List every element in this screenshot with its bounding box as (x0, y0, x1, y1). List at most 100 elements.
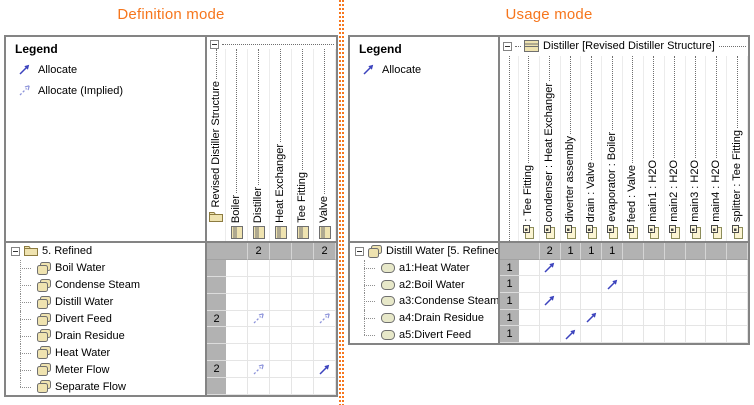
matrix-cell-a3-condense-steam-main4-h2o[interactable] (706, 293, 728, 310)
matrix-cell-a4-drain-residue-main1-h2o[interactable] (643, 309, 665, 327)
matrix-cell-boil-water-tee-fitting[interactable] (292, 259, 314, 277)
column-header-distiller[interactable]: Distiller (248, 49, 270, 241)
matrix-cell-5-refined-distiller[interactable]: 2 (248, 243, 270, 260)
matrix-cell-a3-condense-steam-main3-h2o[interactable] (685, 293, 707, 310)
column-header-tee-fitting[interactable]: : Tee Fitting (519, 56, 540, 241)
matrix-cell-distill-water-5-refined-main2-h2o[interactable] (664, 243, 686, 260)
matrix-cell-5-refined-valve[interactable]: 2 (314, 243, 336, 260)
matrix-cell-a5-divert-feed-main4-h2o[interactable] (706, 326, 728, 344)
matrix-cell-a5-divert-feed-diverter-assembly[interactable] (560, 326, 582, 344)
row-label-5-refined[interactable]: 5. Refined (6, 243, 207, 260)
matrix-cell-a5-divert-feed-main3-h2o[interactable] (685, 326, 707, 344)
row-count-cell[interactable] (207, 378, 226, 396)
matrix-cell-condense-steam-heat-exchanger[interactable] (270, 276, 292, 294)
matrix-cell-a2-boil-water-diverter-assembly[interactable] (560, 276, 582, 294)
matrix-cell-meter-flow-valve[interactable] (314, 361, 336, 379)
matrix-cell-distill-water-5-refined-evaporator-boiler[interactable]: 1 (602, 243, 624, 260)
matrix-cell-a5-divert-feed-main1-h2o[interactable] (643, 326, 665, 344)
matrix-cell-divert-feed-distiller[interactable] (248, 310, 270, 328)
matrix-cell-a4-drain-residue-evaporator-boiler[interactable] (602, 309, 624, 327)
matrix-cell-condense-steam-tee-fitting[interactable] (292, 276, 314, 294)
matrix-cell-distill-water-5-refined-diverter-assembly[interactable]: 1 (560, 243, 582, 260)
matrix-cell-a4-drain-residue-main2-h2o[interactable] (664, 309, 686, 327)
row-label-meter-flow[interactable]: Meter Flow (6, 361, 207, 379)
matrix-cell-a1-heat-water-tee-fitting[interactable] (519, 259, 540, 277)
matrix-cell-condense-steam-boiler[interactable] (226, 276, 248, 294)
matrix-cell-a2-boil-water-splitter-tee-fitting[interactable] (727, 276, 748, 294)
matrix-cell-boil-water-distiller[interactable] (248, 259, 270, 277)
row-count-cell[interactable] (207, 276, 226, 294)
matrix-cell-a3-condense-steam-drain-valve[interactable] (581, 293, 603, 310)
matrix-cell-a1-heat-water-diverter-assembly[interactable] (560, 259, 582, 277)
matrix-cell-a5-divert-feed-evaporator-boiler[interactable] (602, 326, 624, 344)
column-header-revised-distiller-structure[interactable]: Revised Distiller Structure (207, 49, 226, 241)
column-header-tee-fitting[interactable]: Tee Fitting (292, 49, 314, 241)
column-header-feed-valve[interactable]: feed : Valve (623, 56, 644, 241)
matrix-cell-distill-water-boiler[interactable] (226, 293, 248, 311)
matrix-cell-distill-water-tee-fitting[interactable] (292, 293, 314, 311)
matrix-cell-heat-water-distiller[interactable] (248, 344, 270, 362)
collapse-expander-icon[interactable] (210, 40, 219, 49)
matrix-cell-a1-heat-water-feed-valve[interactable] (623, 259, 644, 277)
matrix-cell-heat-water-tee-fitting[interactable] (292, 344, 314, 362)
row-label-a5-divert-feed[interactable]: a5:Divert Feed (350, 326, 500, 344)
matrix-cell-a2-boil-water-condenser-heat-exchanger[interactable] (539, 276, 561, 294)
collapse-expander-icon[interactable] (355, 246, 364, 256)
matrix-cell-distill-water-5-refined-splitter-tee-fitting[interactable] (727, 243, 748, 260)
matrix-cell-condense-steam-distiller[interactable] (248, 276, 270, 294)
row-label-a4-drain-residue[interactable]: a4:Drain Residue (350, 309, 500, 327)
matrix-cell-separate-flow-boiler[interactable] (226, 378, 248, 396)
matrix-cell-meter-flow-tee-fitting[interactable] (292, 361, 314, 379)
matrix-cell-boil-water-boiler[interactable] (226, 259, 248, 277)
matrix-cell-a1-heat-water-main3-h2o[interactable] (685, 259, 707, 277)
matrix-cell-meter-flow-boiler[interactable] (226, 361, 248, 379)
matrix-cell-a1-heat-water-main4-h2o[interactable] (706, 259, 728, 277)
matrix-cell-distill-water-5-refined-main3-h2o[interactable] (685, 243, 707, 260)
matrix-cell-a2-boil-water-feed-valve[interactable] (623, 276, 644, 294)
column-header-main3-h2o[interactable]: main3 : H2O (686, 56, 707, 241)
column-header-main1-h2o[interactable]: main1 : H2O (644, 56, 665, 241)
matrix-cell-separate-flow-valve[interactable] (314, 378, 336, 396)
matrix-cell-distill-water-5-refined-main4-h2o[interactable] (706, 243, 728, 260)
matrix-cell-distill-water-5-refined-feed-valve[interactable] (623, 243, 644, 260)
row-label-divert-feed[interactable]: Divert Feed (6, 310, 207, 328)
row-count-cell[interactable] (207, 243, 226, 260)
matrix-cell-drain-residue-valve[interactable] (314, 327, 336, 345)
matrix-cell-a4-drain-residue-feed-valve[interactable] (623, 309, 644, 327)
matrix-cell-separate-flow-tee-fitting[interactable] (292, 378, 314, 396)
row-label-heat-water[interactable]: Heat Water (6, 344, 207, 362)
row-count-cell[interactable]: 1 (500, 293, 519, 310)
row-count-cell[interactable] (207, 259, 226, 277)
column-header-main4-h2o[interactable]: main4 : H2O (706, 56, 728, 241)
matrix-cell-distill-water-valve[interactable] (314, 293, 336, 311)
row-label-a3-condense-steam[interactable]: a3:Condense Steam (350, 293, 500, 310)
column-header-main2-h2o[interactable]: main2 : H2O (665, 56, 686, 241)
matrix-cell-a1-heat-water-condenser-heat-exchanger[interactable] (539, 259, 561, 277)
column-header-evaporator-boiler[interactable]: evaporator : Boiler (602, 56, 624, 241)
matrix-cell-a1-heat-water-drain-valve[interactable] (581, 259, 603, 277)
row-label-condense-steam[interactable]: Condense Steam (6, 276, 207, 294)
column-header-boiler[interactable]: Boiler (226, 49, 248, 241)
matrix-cell-a4-drain-residue-tee-fitting[interactable] (519, 309, 540, 327)
matrix-cell-5-refined-heat-exchanger[interactable] (270, 243, 292, 260)
matrix-cell-a2-boil-water-main1-h2o[interactable] (643, 276, 665, 294)
row-label-separate-flow[interactable]: Separate Flow (6, 378, 207, 396)
matrix-cell-a3-condense-steam-main2-h2o[interactable] (664, 293, 686, 310)
row-count-cell[interactable]: 1 (500, 276, 519, 294)
collapse-expander-icon[interactable] (11, 246, 20, 256)
matrix-cell-drain-residue-boiler[interactable] (226, 327, 248, 345)
row-count-cell[interactable]: 2 (207, 361, 226, 379)
matrix-cell-a2-boil-water-main4-h2o[interactable] (706, 276, 728, 294)
row-count-cell[interactable]: 1 (500, 259, 519, 277)
matrix-cell-meter-flow-heat-exchanger[interactable] (270, 361, 292, 379)
row-label-a1-heat-water[interactable]: a1:Heat Water (350, 259, 500, 277)
matrix-cell-a2-boil-water-evaporator-boiler[interactable] (602, 276, 624, 294)
matrix-cell-a4-drain-residue-main4-h2o[interactable] (706, 309, 728, 327)
matrix-cell-a3-condense-steam-diverter-assembly[interactable] (560, 293, 582, 310)
matrix-cell-distill-water-5-refined-drain-valve[interactable]: 1 (581, 243, 603, 260)
matrix-cell-drain-residue-distiller[interactable] (248, 327, 270, 345)
matrix-cell-a5-divert-feed-condenser-heat-exchanger[interactable] (539, 326, 561, 344)
row-label-drain-residue[interactable]: Drain Residue (6, 327, 207, 345)
matrix-cell-a2-boil-water-drain-valve[interactable] (581, 276, 603, 294)
row-count-cell[interactable] (207, 327, 226, 345)
